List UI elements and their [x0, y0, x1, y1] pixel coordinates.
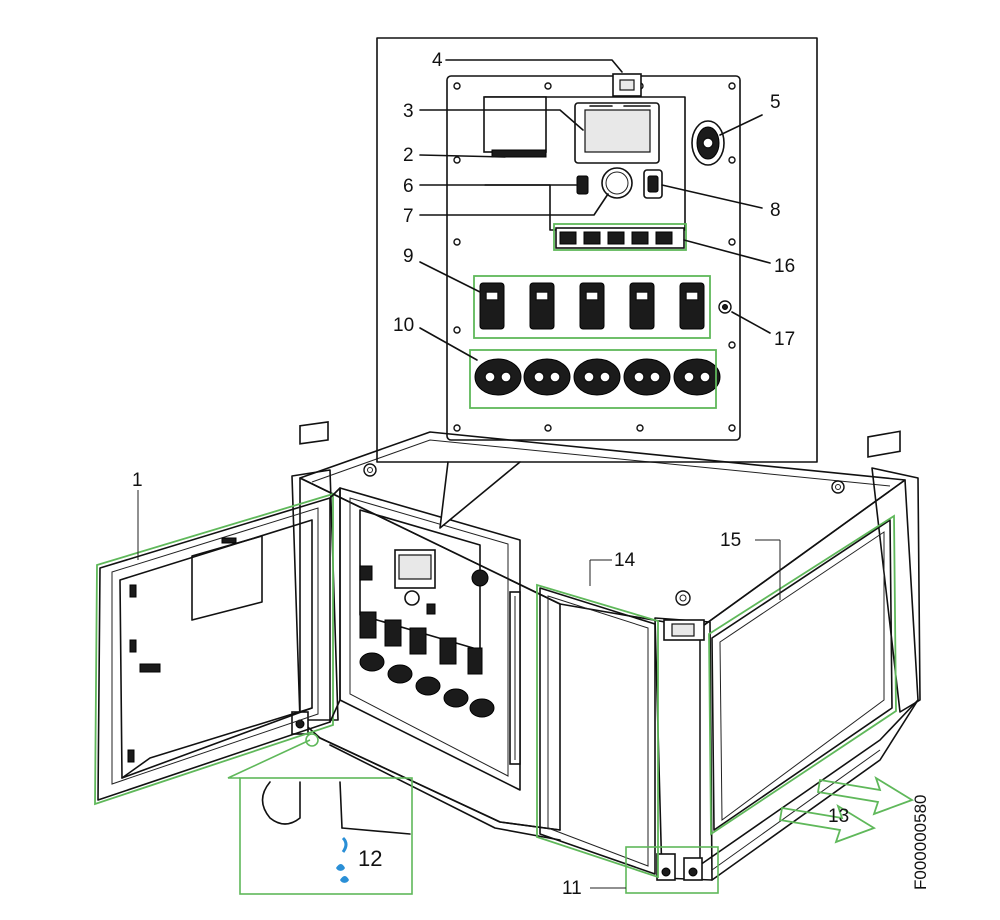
callout-10: 10: [393, 315, 414, 336]
callout-8: 8: [770, 200, 781, 221]
callout-6: 6: [403, 176, 414, 197]
callout-12: 12: [358, 846, 382, 871]
callout-9: 9: [403, 246, 414, 267]
callout-15: 15: [720, 530, 741, 551]
socket-row: [479, 282, 705, 330]
control-compartment: [329, 487, 521, 791]
callout-14: 14: [614, 550, 636, 571]
side-panel-14: [536, 559, 659, 879]
open-door: [94, 490, 334, 806]
leader-lines: [419, 59, 771, 361]
callout-3: 3: [403, 101, 414, 122]
callout-7: 7: [403, 206, 414, 227]
callout-labels: 1 2 3 4 5 6 7 8 9 10 11 12 13 14 15 16 1…: [132, 50, 930, 899]
callout-16: 16: [774, 256, 795, 277]
power-connector-row: [474, 358, 721, 396]
callout-4: 4: [432, 50, 443, 71]
callout-13: 13: [828, 806, 849, 827]
callout-17: 17: [774, 329, 795, 350]
side-panel-15: [708, 514, 897, 836]
callout-5: 5: [770, 92, 781, 113]
callout-11: 11: [562, 878, 582, 899]
airflow-arrows: [778, 775, 915, 844]
cabinet-body: [291, 420, 921, 881]
callout-box-11: [590, 846, 719, 894]
figure-code: F000000580: [911, 795, 930, 890]
callout-1: 1: [132, 470, 143, 491]
enlarged-panel: [376, 37, 818, 463]
callout-2: 2: [403, 145, 414, 166]
zoom-wedge: [439, 461, 521, 529]
drain-detail: [227, 733, 413, 895]
